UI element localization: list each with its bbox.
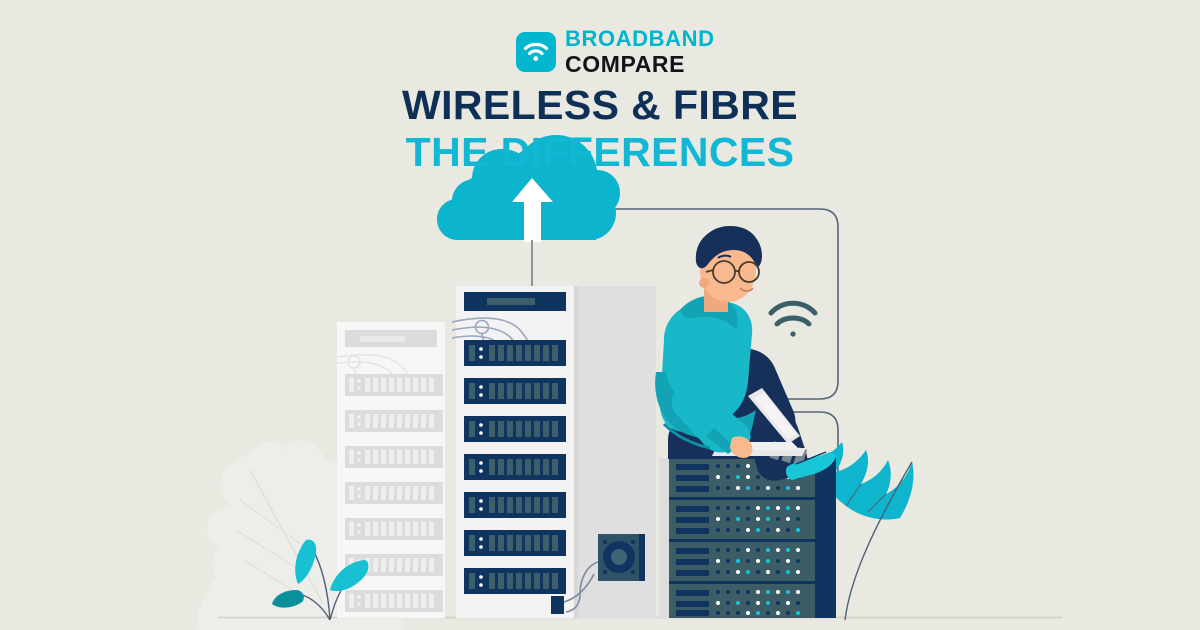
server-stack-dark xyxy=(659,458,836,618)
server-rack-front-white xyxy=(451,286,595,618)
brand-logo-line1: BROADBAND xyxy=(565,26,715,51)
wifi-signal-icon xyxy=(768,300,818,337)
server-unit-group xyxy=(345,374,443,612)
cooling-fan-icon xyxy=(565,534,645,613)
brand-logo-line2: COMPARE xyxy=(565,51,686,77)
wifi-icon xyxy=(516,32,556,72)
person-with-laptop xyxy=(655,226,836,481)
cloud-upload-icon xyxy=(437,135,620,288)
page-title: WIRELESS & FIBRE THE DIFFERENCES xyxy=(0,82,1200,176)
page-title-line2: THE DIFFERENCES xyxy=(405,129,795,176)
plant-left xyxy=(272,539,369,621)
brand-logo-text: BROADBAND COMPARE xyxy=(565,28,715,76)
page-title-line1: WIRELESS & FIBRE xyxy=(402,82,798,128)
brand-logo[interactable]: BROADBAND COMPARE xyxy=(516,28,715,76)
